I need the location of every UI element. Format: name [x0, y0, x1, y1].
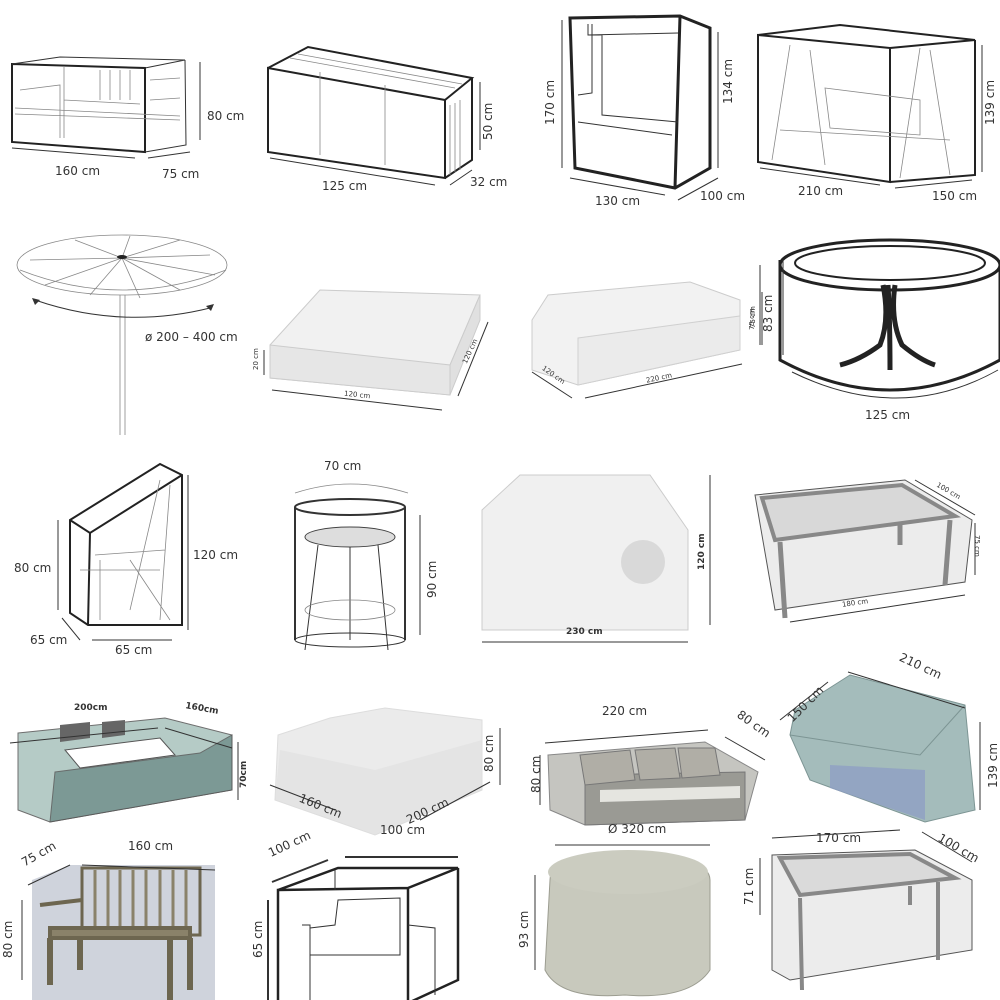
round-table-cover-diagram: 75 cm 83 cm 125 cm	[749, 220, 1000, 450]
beach-chair-cover-diagram: 170 cm 134 cm 130 cm 100 cm	[500, 0, 750, 220]
bench-width-label: 160 cm	[55, 164, 101, 178]
round-set-cover-diagram: Ø 320 cm 93 cm	[500, 823, 750, 1000]
bistro-height-label: 90 cm	[425, 560, 439, 598]
round-set-icon	[534, 844, 711, 997]
hollywood-swing-height-label: 139 cm	[986, 742, 1000, 788]
beach-chair-width-label: 130 cm	[595, 194, 641, 208]
cushion-box-icon	[263, 289, 489, 411]
armchair-height-label: 65 cm	[251, 920, 265, 958]
stacking-chair-cover-diagram: 80 cm 120 cm 65 cm 65 cm	[0, 450, 250, 660]
large-set-width-label: 230 cm	[566, 627, 603, 637]
table-width-label: 170 cm	[816, 831, 862, 845]
large-set-height-label: 120 cm	[697, 533, 707, 570]
dining-set-icon	[9, 717, 239, 823]
bench-height-label: 80 cm	[207, 109, 245, 123]
chair-cover-icon	[57, 462, 189, 641]
armchair-cover-diagram: 100 cm 100 cm 65 cm	[250, 824, 500, 1000]
lounge-set-height-label: 80 cm	[482, 734, 496, 772]
chair-width-label: 65 cm	[115, 643, 153, 657]
sofa-width-label: 220 cm	[602, 704, 648, 718]
bench-depth-label: 75 cm	[162, 167, 200, 181]
round-set-height-label: 93 cm	[517, 910, 531, 948]
cushion-height-label: 50 cm	[481, 102, 495, 140]
dining-set-width-label: 200cm	[74, 703, 108, 713]
lounge-set-cover-diagram: 80 cm 160 cm 200 cm	[250, 660, 501, 836]
parasol-cover-diagram: ø 200 – 400 cm	[0, 220, 250, 450]
sofa-icon	[539, 729, 766, 826]
rect-table-height-label: 75 cm	[973, 535, 981, 557]
round-table-circumference-label: 125 cm	[865, 408, 911, 422]
sofa-cover-diagram: 220 cm 80 cm 80 cm	[500, 660, 773, 830]
hollywood-swing-cover-diagram: 150 cm 210 cm 139 cm	[750, 650, 1000, 830]
dining-set-height-label: 70cm	[239, 760, 249, 788]
swing-height-label: 139 cm	[983, 79, 997, 125]
large-set-cover-icon	[481, 474, 711, 643]
swing-width-label: 210 cm	[798, 184, 844, 198]
garden-bench-width-label: 160 cm	[128, 839, 174, 853]
lounger-cover-icon	[531, 281, 763, 399]
round-table-icon	[759, 238, 1000, 399]
swing-depth-label: 150 cm	[932, 189, 978, 203]
round-table-height-label: 83 cm	[761, 294, 775, 332]
garden-bench-icon	[21, 864, 216, 1000]
parasol-icon	[16, 234, 228, 435]
parasol-diameter-label: ø 200 – 400 cm	[145, 330, 238, 344]
cushion-bag-icon	[267, 45, 481, 186]
garden-bench-cover-diagram: 75 cm 160 cm 80 cm	[0, 830, 250, 1000]
round-table-inner-height-label: 75 cm	[749, 306, 757, 328]
chair-depth-label: 65 cm	[30, 633, 68, 647]
chair-back-height-label: 120 cm	[193, 548, 239, 562]
bistro-diameter-label: 70 cm	[324, 459, 362, 473]
large-set-cover-diagram: 120 cm 230 cm	[481, 450, 750, 660]
bench-outline-icon	[11, 56, 201, 159]
hollywood-swing-icon	[779, 671, 981, 823]
armchair-width-label: 100 cm	[380, 823, 426, 837]
beach-chair-icon	[561, 14, 719, 201]
round-set-diameter-label: Ø 320 cm	[608, 822, 667, 836]
chair-front-height-label: 80 cm	[14, 561, 52, 575]
beach-chair-front-height-label: 134 cm	[721, 58, 735, 104]
garden-bench-height-label: 80 cm	[1, 920, 15, 958]
table-icon	[759, 829, 973, 991]
lounge-set-icon	[269, 707, 501, 836]
sofa-height-label: 80 cm	[529, 755, 543, 793]
bench-cover-diagram: 80 cm 160 cm 75 cm	[0, 0, 250, 220]
cushion-depth-label: 32 cm	[470, 175, 508, 189]
beach-chair-depth-label: 100 cm	[700, 189, 746, 203]
rect-table-cover-diagram: 100 cm 75 cm 180 cm	[750, 450, 1000, 660]
table-cover-diagram: 170 cm 100 cm 71 cm	[742, 829, 1000, 1000]
beach-chair-back-height-label: 170 cm	[543, 79, 557, 125]
cushion-bag-diagram: 50 cm 125 cm 32 cm	[250, 0, 507, 220]
swing-cover-diagram: 139 cm 210 cm 150 cm	[750, 0, 1000, 220]
bistro-table-icon	[294, 483, 421, 651]
dining-set-cover-diagram: 200cm 160cm 70cm	[0, 660, 250, 830]
lounger-cushion-height-label: 20 cm	[252, 348, 260, 370]
table-height-label: 71 cm	[742, 867, 756, 905]
cushion-width-label: 125 cm	[322, 179, 368, 193]
lounger-cushion-cover-diagram: 20 cm 120 cm 120 cm	[250, 220, 500, 450]
armchair-icon	[267, 856, 460, 1000]
sun-lounger-cover-diagram: 75 cm 120 cm 220 cm	[500, 220, 763, 450]
swing-icon	[757, 23, 983, 189]
rect-table-icon	[754, 479, 976, 623]
bistro-table-cover-diagram: 70 cm 90 cm	[250, 450, 500, 660]
